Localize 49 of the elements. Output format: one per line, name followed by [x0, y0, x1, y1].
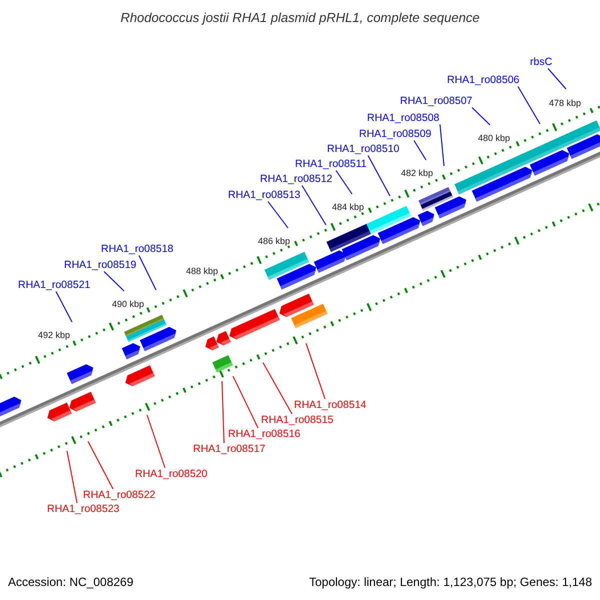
genome-info-text: Topology: linear; Length: 1,123,075 bp; Genes: 1,148: [309, 576, 592, 588]
gene-label: RHA1_ro08522: [83, 489, 156, 502]
leader-line: [302, 185, 326, 226]
leader-line: [66, 450, 78, 504]
leader-line: [262, 362, 292, 414]
gene-label: RHA1_ro08508: [367, 112, 440, 124]
leader-line: [56, 291, 72, 322]
scale-label: 480 kbp: [478, 134, 510, 143]
gene-label: RHA1_ro08519: [64, 259, 136, 272]
leader-line: [88, 440, 114, 490]
scale-label: 488 kbp: [186, 267, 218, 276]
accession-text: Accession: NC_008269: [8, 576, 134, 588]
gene-label: RHA1_ro08516: [228, 428, 300, 440]
leader-line: [440, 124, 444, 166]
leader-line: [104, 271, 124, 292]
leader-line: [414, 140, 426, 160]
gene-label: rbsC: [530, 56, 552, 68]
leader-line: [138, 255, 156, 290]
gene-label: RHA1_ro08512: [260, 173, 332, 186]
gene-label: RHA1_ro08506: [447, 74, 520, 86]
leader-line: [222, 380, 224, 444]
gene-label: RHA1_ro08520: [135, 468, 208, 480]
gene-label: RHA1_ro08515: [261, 414, 334, 426]
gene-label: RHA1_ro08513: [228, 189, 300, 202]
gene-label: RHA1_ro08510: [327, 143, 400, 156]
scale-label: 490 kbp: [112, 300, 144, 309]
leader-line: [548, 68, 566, 90]
scale-label: 492 kbp: [38, 331, 70, 340]
gene-label: RHA1_ro08511: [295, 158, 367, 170]
leader-line: [306, 342, 326, 400]
leader-line: [268, 201, 288, 228]
leader-line: [518, 86, 540, 124]
leader-line: [368, 155, 390, 196]
gene-label: RHA1_ro08523: [47, 503, 120, 516]
scale-label: 478 kbp: [549, 99, 582, 108]
leader-line: [232, 376, 258, 428]
scale-label: 484 kbp: [332, 203, 364, 212]
scale-label: 486 kbp: [258, 237, 290, 246]
scale-label: 482 kbp: [401, 169, 434, 178]
gene-label: RHA1_ro08514: [294, 399, 366, 412]
map-title: Rhodococcus jostii RHA1 plasmid pRHL1, complete sequence: [119, 11, 481, 24]
leader-line: [472, 107, 490, 126]
gene-label: RHA1_ro08507: [400, 95, 472, 108]
leader-line: [146, 414, 166, 468]
gene-label: RHA1_ro08518: [101, 243, 174, 256]
gene-label: RHA1_ro08517: [193, 443, 266, 456]
leader-line: [336, 170, 352, 194]
gene-label: RHA1_ro08509: [359, 128, 432, 140]
gene-label: RHA1_ro08521: [18, 279, 90, 292]
